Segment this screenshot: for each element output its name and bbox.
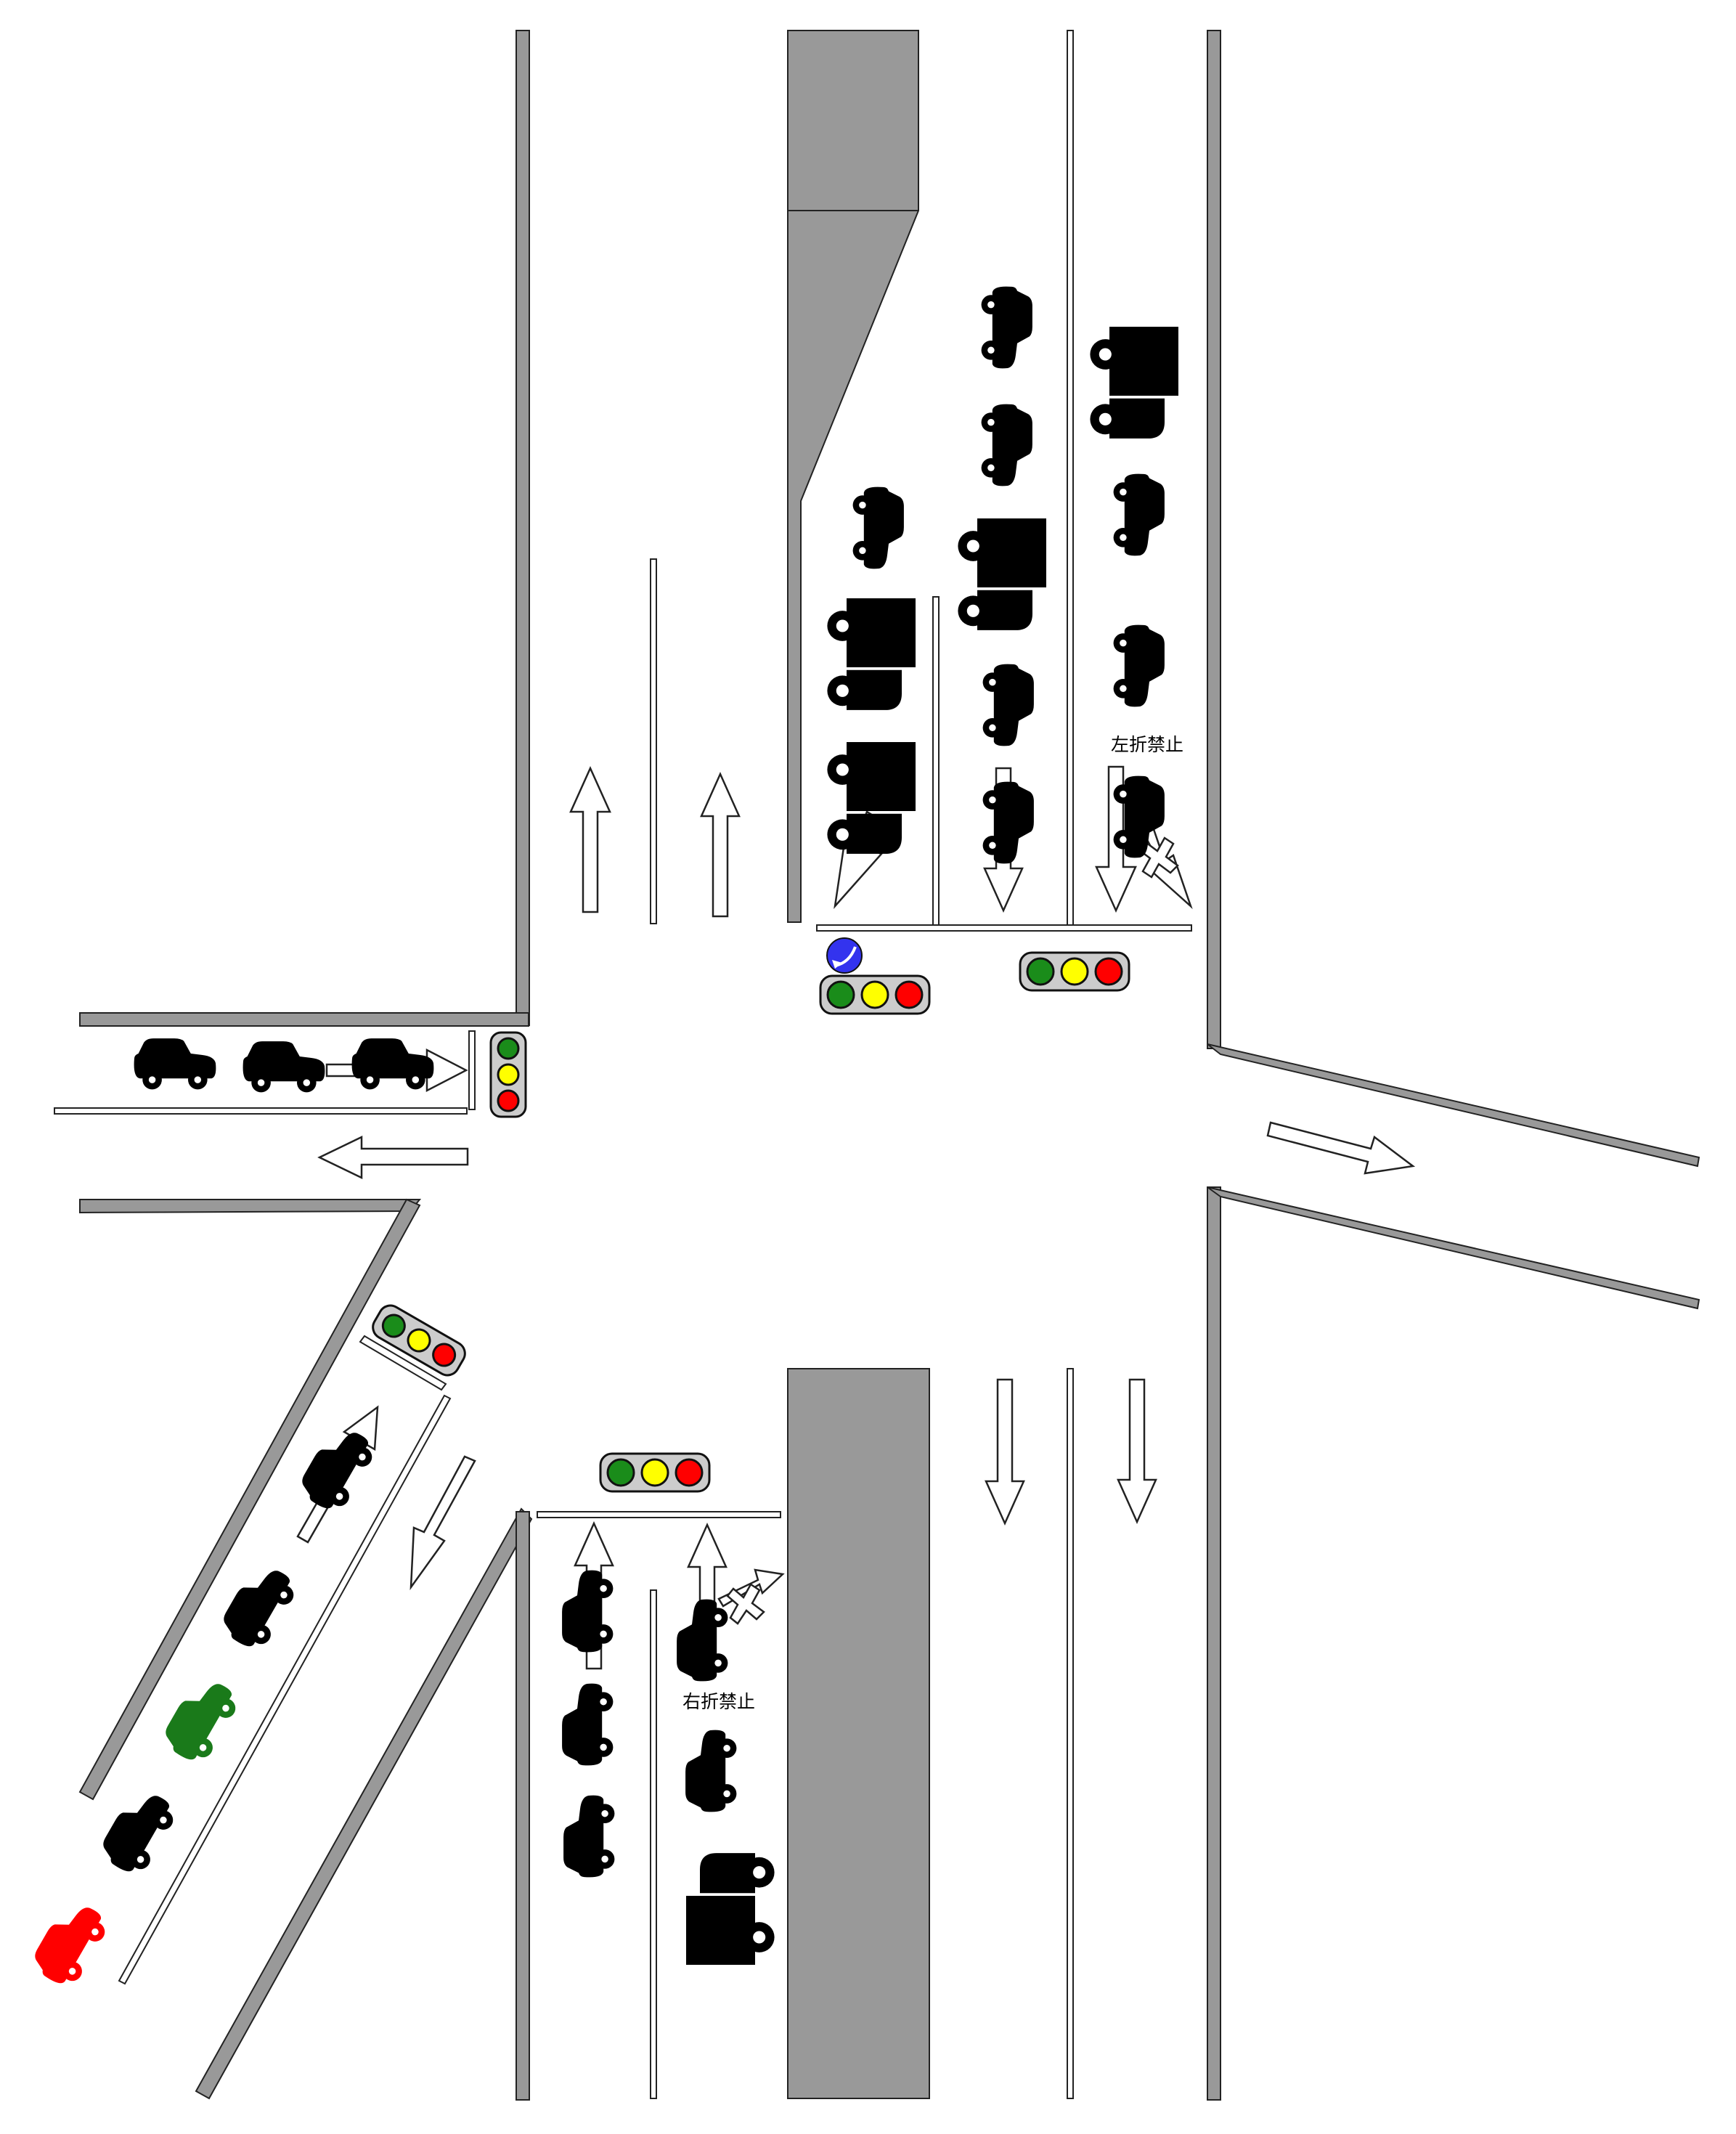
- curb-south-west: [515, 1511, 530, 2101]
- stop-line-west: [468, 1030, 476, 1110]
- car-icon: [981, 404, 1032, 486]
- lane-line-west: [54, 1107, 468, 1115]
- truck-icon: [1090, 327, 1178, 439]
- car-icon: [562, 1570, 614, 1653]
- lane-line-north-a: [932, 596, 940, 926]
- straight-arrow-east-out: [1266, 1121, 1416, 1175]
- truck-icon: [686, 1853, 775, 1965]
- lane-markings: [54, 30, 1192, 2099]
- signs: 左折禁止 右折禁止: [682, 735, 1183, 1712]
- straight-arrow-south-out-2: [1117, 1378, 1157, 1525]
- car-icon: [982, 664, 1034, 746]
- curb-east-north: [1207, 1043, 1700, 1168]
- traffic-signals: [372, 951, 1130, 1493]
- truck-icon: [827, 742, 916, 854]
- straight-arrow-north-out-2: [700, 771, 741, 918]
- traffic-signal-icon: [599, 1452, 711, 1493]
- car-icon: [134, 1038, 216, 1090]
- car-icon: [1113, 473, 1165, 556]
- car-icon: [685, 1730, 737, 1812]
- vehicles: [27, 286, 1178, 1992]
- cross-out-mark-north: [1137, 836, 1179, 879]
- car-icon: [852, 486, 904, 569]
- median-north: [787, 30, 919, 923]
- straight-arrow-north-out-1: [569, 765, 611, 913]
- truck-icon: [958, 518, 1046, 630]
- car-icon: [677, 1599, 728, 1682]
- lane-line-south: [650, 1589, 657, 2099]
- blue-left-turn-sign-icon: [826, 937, 863, 974]
- curb-southwest-outer: [78, 1198, 421, 1801]
- car-icon: [158, 1671, 244, 1769]
- car-icon: [351, 1038, 434, 1090]
- car-icon: [563, 1795, 615, 1878]
- car-icon: [27, 1895, 113, 1992]
- no-right-turn-sign: 右折禁止: [682, 1692, 755, 1712]
- curb-north-east: [1207, 30, 1221, 1049]
- car-icon: [562, 1683, 614, 1766]
- stop-line-south: [537, 1511, 781, 1518]
- curb-east-south: [1207, 1186, 1700, 1310]
- lane-line-southwest: [118, 1394, 452, 1985]
- car-icon: [982, 781, 1034, 864]
- no-left-turn-sign: 左折禁止: [1111, 735, 1183, 755]
- lane-line-north-inbound: [650, 558, 657, 924]
- straight-arrow-west-out: [317, 1136, 469, 1179]
- straight-arrow-southwest-out: [409, 1455, 476, 1591]
- stop-line-north: [816, 924, 1192, 932]
- lane-line-north-b: [1067, 30, 1074, 926]
- curb-west-north: [79, 1012, 529, 1027]
- cross-out-mark-south: [726, 1583, 765, 1625]
- lane-line-south-outbound: [1067, 1368, 1074, 2099]
- curb-west-south: [79, 1199, 422, 1214]
- traffic-signal-icon: [372, 1304, 466, 1377]
- car-icon: [981, 286, 1032, 369]
- car-icon: [95, 1783, 182, 1881]
- traffic-signal-icon: [819, 974, 931, 1015]
- curb-north-west: [515, 30, 530, 1026]
- truck-icon: [827, 598, 916, 710]
- car-icon: [1113, 624, 1165, 707]
- straight-arrow-south-out-1: [985, 1378, 1025, 1526]
- curb-south-east: [1207, 1186, 1221, 2101]
- car-icon: [216, 1558, 302, 1656]
- traffic-signal-icon: [1019, 951, 1130, 992]
- median-south: [787, 1368, 930, 2099]
- road-edges: [78, 30, 1700, 2101]
- traffic-signal-icon: [489, 1031, 527, 1118]
- stop-line-southwest: [359, 1335, 447, 1391]
- car-icon: [243, 1041, 325, 1093]
